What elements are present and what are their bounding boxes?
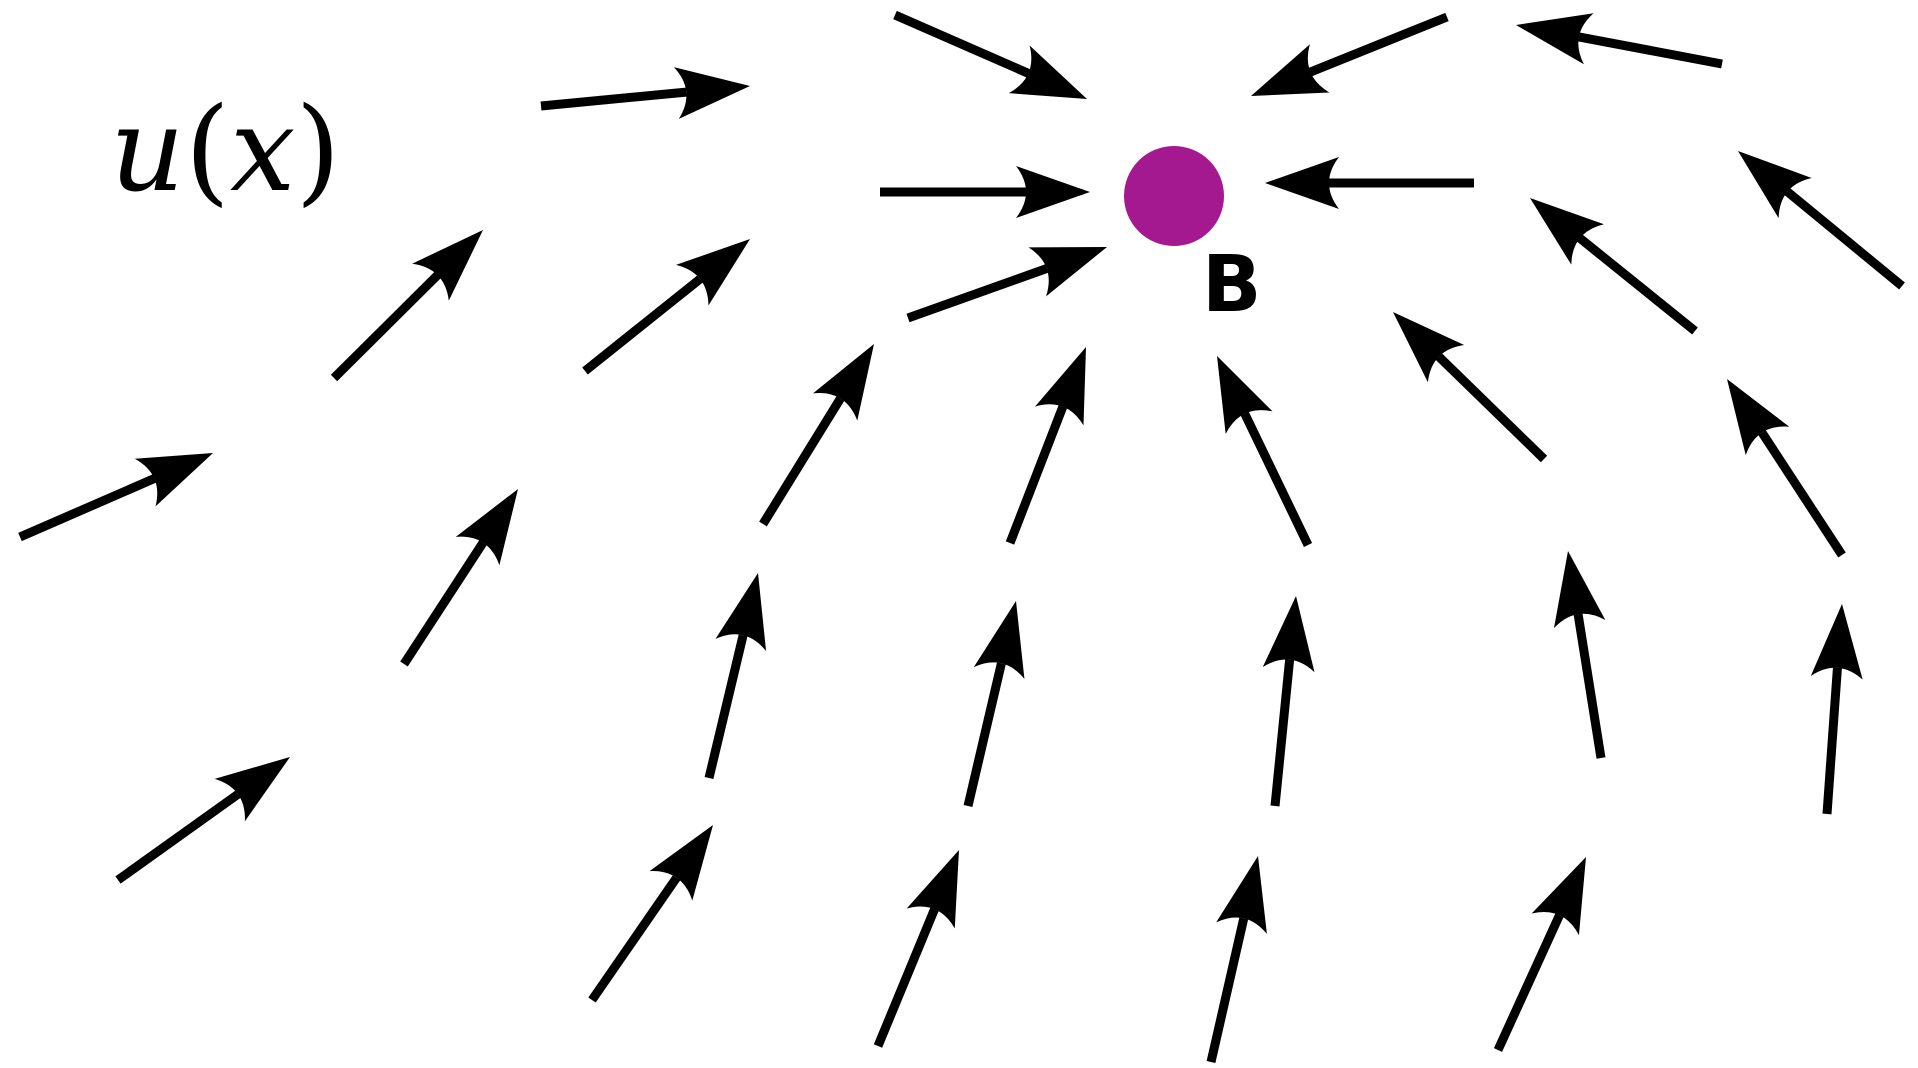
field-label-close: ): [295, 83, 340, 218]
field-arrow-5: [880, 166, 1090, 218]
arrow-head: [1738, 151, 1812, 219]
field-arrow-16: [1393, 312, 1548, 463]
field-arrow-1: [893, 10, 1087, 99]
arrow-head: [1035, 347, 1086, 426]
arrow-head: [214, 757, 290, 822]
field-arrow-11: [1530, 198, 1698, 335]
field-arrow-3: [1516, 13, 1723, 69]
arrow-shaft: [400, 540, 487, 667]
arrow-shaft: [18, 474, 157, 542]
field-label-open: (: [185, 83, 230, 218]
arrow-shaft: [1493, 913, 1564, 1052]
arrow-shaft: [1822, 667, 1842, 815]
field-arrow-18: [400, 489, 518, 667]
arrow-head: [1008, 45, 1087, 99]
field-arrow-26: [873, 850, 959, 1048]
arrow-shaft: [582, 275, 703, 375]
arrow-head: [1262, 596, 1315, 673]
arrow-shaft: [704, 634, 748, 780]
arrow-shaft: [1573, 613, 1606, 759]
field-arrow-15: [1217, 356, 1313, 547]
arrow-head: [1016, 166, 1090, 218]
field-arrow-2: [1251, 12, 1449, 96]
field-arrow-20: [963, 601, 1025, 808]
arrow-head: [1216, 856, 1267, 934]
field-arrow-21: [1262, 596, 1315, 807]
arrow-shaft: [115, 790, 241, 884]
arrow-shaft: [540, 87, 687, 111]
arrow-head: [675, 239, 750, 306]
field-arrow-25: [588, 825, 713, 1003]
arrow-shaft: [1308, 12, 1449, 77]
arrow-shaft: [330, 271, 441, 382]
field-arrow-27: [1206, 856, 1267, 1064]
arrow-shaft: [759, 396, 845, 527]
field-arrow-24: [115, 757, 290, 884]
arrow-head: [673, 67, 750, 119]
field-arrow-6: [1265, 157, 1474, 209]
arrow-head: [455, 489, 518, 566]
field-arrow-17: [1727, 379, 1846, 558]
field-arrow-28: [1493, 857, 1586, 1052]
arrow-shaft: [588, 875, 681, 1003]
arrow-shaft: [1784, 188, 1905, 290]
arrow-shaft: [1240, 411, 1313, 547]
arrow-head: [649, 825, 713, 901]
field-arrow-7: [1738, 151, 1905, 290]
arrow-head: [1028, 247, 1107, 297]
arrow-head: [973, 601, 1025, 679]
arrow-head: [134, 453, 213, 507]
arrow-head: [1531, 857, 1586, 936]
arrow-head: [1265, 157, 1339, 209]
vector-field-arrows: [18, 10, 1905, 1064]
arrow-shaft: [1435, 353, 1548, 463]
arrow-head: [412, 230, 483, 301]
field-arrow-22: [1553, 551, 1606, 759]
arrow-shaft: [1578, 32, 1723, 69]
arrow-head: [1393, 312, 1465, 383]
arrow-head: [1810, 604, 1863, 680]
arrow-head: [715, 573, 767, 652]
field-label-var: u: [110, 83, 185, 218]
arrow-head: [906, 850, 959, 929]
arrow-shaft: [1758, 430, 1846, 558]
arrow-head: [813, 344, 874, 421]
arrow-head: [1217, 356, 1273, 434]
arrow-shaft: [906, 264, 1049, 323]
arrow-shaft: [1206, 917, 1249, 1064]
field-arrow-19: [704, 573, 767, 780]
field-label-arg: x: [230, 83, 295, 218]
arrow-head: [1516, 13, 1594, 65]
point-b-marker: [1124, 146, 1224, 246]
field-label: u(x): [110, 83, 341, 218]
field-arrow-10: [906, 247, 1107, 323]
arrow-shaft: [1577, 234, 1698, 335]
field-arrow-14: [1005, 347, 1086, 545]
arrow-head: [1727, 379, 1790, 456]
arrow-head: [1530, 198, 1604, 265]
arrow-head: [1553, 551, 1606, 629]
arrow-shaft: [873, 907, 939, 1048]
arrow-shaft: [1270, 659, 1295, 807]
point-b-label: B: [1202, 240, 1261, 330]
field-arrow-12: [18, 453, 213, 542]
arrow-shaft: [893, 10, 1031, 78]
field-arrow-23: [1810, 604, 1863, 815]
field-arrow-4: [540, 67, 750, 119]
field-arrow-8: [330, 230, 483, 382]
arrow-head: [1251, 44, 1330, 96]
field-arrow-9: [582, 239, 750, 375]
field-arrow-13: [759, 344, 874, 527]
arrow-shaft: [963, 662, 1006, 808]
arrow-shaft: [1005, 405, 1068, 545]
